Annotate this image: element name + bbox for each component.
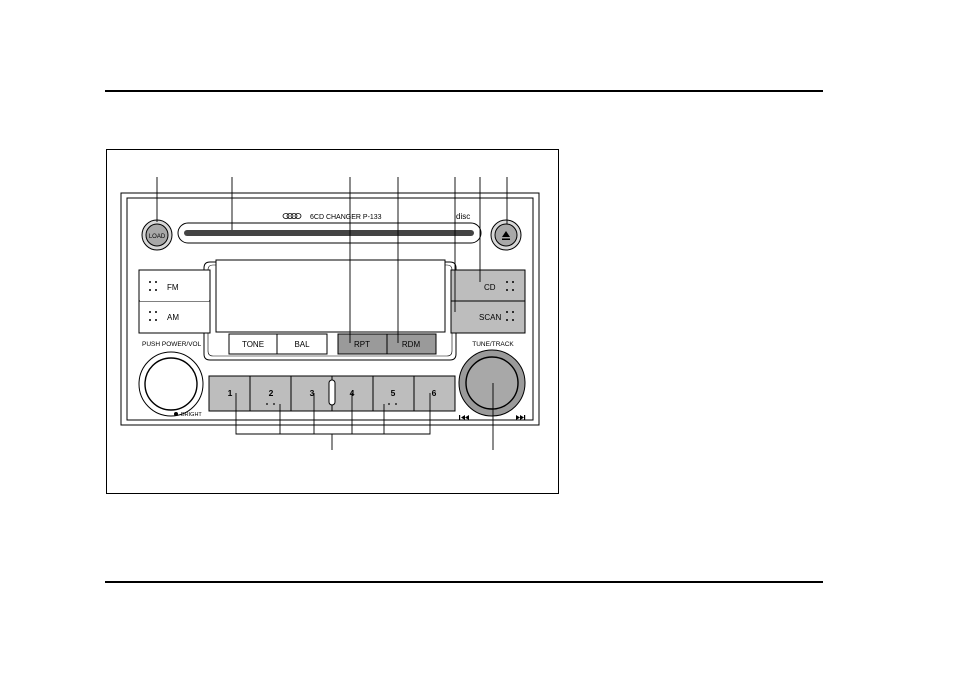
- bal-button-label: BAL: [294, 340, 310, 349]
- preset-button-1[interactable]: [208, 375, 251, 412]
- preset-button-2[interactable]: [249, 375, 292, 412]
- tune-track-knob[interactable]: [465, 356, 519, 410]
- power-knob-label: PUSH POWER/VOL: [142, 341, 202, 348]
- preset-label-6: 6: [432, 388, 437, 398]
- preset-button-6[interactable]: [413, 375, 456, 412]
- skip-forward-icon: [516, 415, 526, 420]
- brand-logo-icon: [282, 213, 302, 219]
- am-button-label: AM: [167, 313, 179, 322]
- eject-icon: [502, 231, 510, 240]
- bottom-rule: [105, 581, 823, 583]
- cd-button-label: CD: [484, 283, 496, 292]
- preset-center-indicator: [328, 379, 336, 406]
- scan-button-label: SCAN: [479, 313, 501, 322]
- rdm-button-label: RDM: [402, 340, 421, 349]
- preset-button-3[interactable]: [290, 375, 333, 412]
- preset-buttons: [208, 375, 456, 412]
- tone-button-label: TONE: [242, 340, 264, 349]
- preset-label-1: 1: [228, 388, 233, 398]
- callout-lines: [156, 177, 508, 450]
- cd-button[interactable]: [450, 269, 526, 302]
- preset-label-3: 3: [310, 388, 315, 398]
- bal-button[interactable]: [276, 333, 328, 355]
- bright-label: BRIGHT: [181, 412, 202, 418]
- fm-dots-icon: [149, 281, 157, 291]
- disc-label: disc: [456, 212, 470, 221]
- figure-frame: [106, 149, 559, 494]
- top-rule: [105, 90, 823, 92]
- preset-2-dots-icon: [266, 403, 275, 405]
- load-button[interactable]: [145, 223, 169, 247]
- cd-slot-opening: [184, 230, 474, 236]
- lcd-display: [215, 259, 446, 333]
- preset-5-dots-icon: [388, 403, 397, 405]
- skip-back-icon: [459, 415, 469, 420]
- rpt-button-label: RPT: [354, 340, 370, 349]
- model-label: 6CD CHANGER P-133: [310, 214, 382, 221]
- am-dots-icon: [149, 311, 157, 321]
- fm-button-label: FM: [167, 283, 179, 292]
- tune-knob-label: TUNE/TRACK: [472, 341, 514, 348]
- preset-button-5[interactable]: [372, 375, 415, 412]
- scan-button[interactable]: [450, 300, 526, 334]
- preset-label-5: 5: [391, 388, 396, 398]
- scan-dots-icon: [506, 311, 514, 321]
- preset-label-2: 2: [269, 388, 274, 398]
- rdm-button[interactable]: [386, 333, 437, 355]
- fm-button[interactable]: [140, 271, 209, 301]
- am-button[interactable]: [140, 302, 209, 332]
- display-bezel-inner: [207, 264, 453, 357]
- cd-dots-icon: [506, 281, 514, 291]
- power-volume-knob[interactable]: [144, 357, 198, 411]
- load-button-label: LOAD: [149, 234, 166, 240]
- bright-dot-icon: [174, 412, 178, 416]
